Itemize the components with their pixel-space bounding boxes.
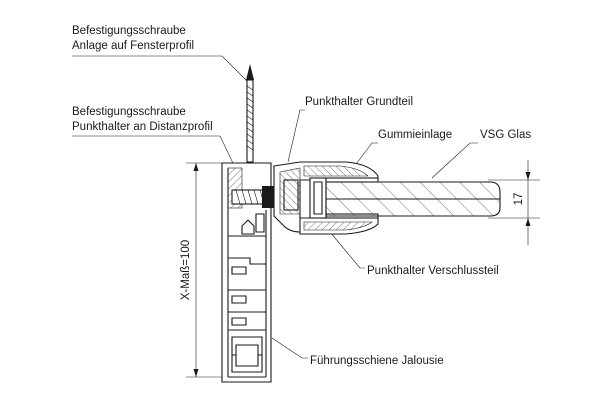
label-base-part: Punkthalter Grundteil: [305, 96, 413, 108]
label-glass: VSG Glas: [480, 129, 531, 141]
screw-window: [246, 64, 254, 163]
label-screw-window-2: Anlage auf Fensterprofil: [72, 40, 194, 52]
x-dimension: X-Maß=100: [180, 162, 236, 378]
x-measure-label: X-Maß=100: [180, 240, 192, 300]
label-guide-rail: Führungsschiene Jalousie: [310, 355, 444, 367]
point-holder-closure: [299, 217, 379, 235]
label-screw-spacer-2: Punkthalter an Distanzprofil: [72, 121, 213, 133]
glass-thickness-label: 17: [513, 193, 525, 206]
label-closure-part: Punkthalter Verschlussteil: [367, 265, 499, 277]
window-profile: [221, 162, 272, 383]
label-screw-window-1: Befestigungsschraube: [72, 25, 186, 37]
glass-dimension: 17: [488, 160, 540, 245]
label-screw-spacer-1: Befestigungsschraube: [72, 106, 186, 118]
label-rubber-insert: Gummieinlage: [378, 129, 452, 141]
glass-pane: [325, 181, 501, 217]
